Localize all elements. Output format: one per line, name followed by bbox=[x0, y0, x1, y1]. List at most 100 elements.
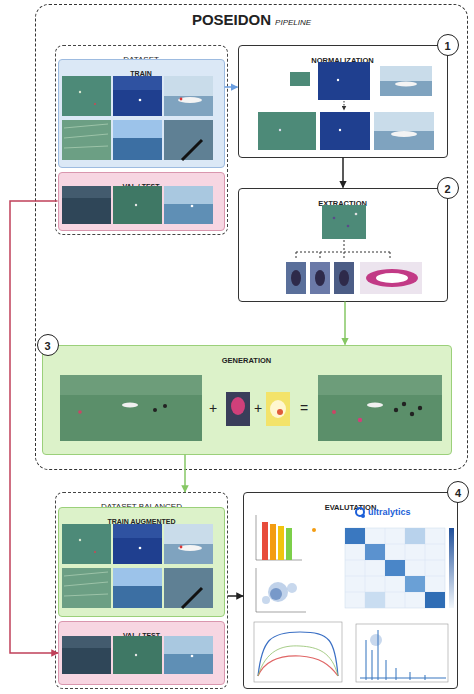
node-label: GENERATION bbox=[222, 357, 271, 365]
bar-chart bbox=[270, 524, 276, 560]
flow-arrow bbox=[184, 455, 186, 493]
process-box: EVALUTATION bbox=[243, 492, 458, 689]
normalization-illustration bbox=[374, 112, 434, 131]
val-test-split: VAL / TEST bbox=[58, 172, 225, 231]
scatter-plot bbox=[262, 596, 270, 604]
photo-thumbnail bbox=[113, 186, 162, 224]
node-label: TRAIN AUGMENTED bbox=[107, 518, 175, 526]
node-label: EXTRACTION bbox=[318, 200, 367, 208]
photo-thumbnail bbox=[113, 76, 162, 116]
bar-chart bbox=[256, 515, 316, 560]
extraction-illustration bbox=[315, 270, 325, 286]
curve-plot bbox=[258, 632, 338, 676]
scatter-plot bbox=[268, 582, 288, 602]
extraction-illustration bbox=[333, 217, 336, 220]
logo-text: ultralytics bbox=[368, 508, 411, 517]
extraction-illustration bbox=[366, 269, 418, 287]
confusion-matrix bbox=[345, 528, 454, 608]
curve-plot bbox=[254, 622, 342, 682]
bar-chart bbox=[262, 522, 268, 560]
normalization-illustration bbox=[320, 112, 370, 150]
confusion-matrix bbox=[405, 576, 425, 592]
extraction-illustration bbox=[347, 225, 350, 228]
photo-thumbnail bbox=[113, 138, 162, 160]
generation-illustration bbox=[394, 408, 398, 412]
normalization-illustration bbox=[279, 129, 281, 131]
step-number: 1 bbox=[437, 34, 459, 56]
generation-illustration bbox=[226, 392, 250, 426]
scatter-plot bbox=[270, 588, 282, 600]
generation-illustration bbox=[410, 412, 414, 416]
curve-plot bbox=[254, 622, 342, 682]
node-label: 4 bbox=[455, 484, 461, 503]
confusion-matrix bbox=[345, 528, 365, 544]
process-box: EXTRACTION bbox=[238, 188, 448, 302]
extraction-illustration bbox=[334, 262, 354, 294]
photo-thumbnail bbox=[79, 91, 81, 93]
photo-thumbnail bbox=[182, 140, 202, 160]
node-heading: VAL / TEST bbox=[59, 173, 224, 193]
train-split: TRAIN bbox=[58, 59, 225, 168]
confusion-matrix bbox=[425, 592, 445, 608]
evaluation-charts bbox=[254, 508, 454, 682]
photo-thumbnail bbox=[164, 76, 213, 96]
node-heading: EXTRACTION bbox=[239, 189, 447, 210]
photo-thumbnail bbox=[139, 99, 142, 102]
normalization-illustration bbox=[391, 131, 417, 137]
photo-thumbnail bbox=[164, 120, 213, 160]
node-label: VAL / TEST bbox=[123, 632, 160, 640]
normalization-illustration bbox=[318, 62, 370, 100]
generation-illustration bbox=[163, 404, 167, 408]
photo-thumbnail bbox=[164, 186, 213, 204]
photo-thumbnail bbox=[62, 186, 111, 224]
photo-thumbnail bbox=[62, 76, 111, 116]
pipeline-frame: POSEIDONPIPELINEDATASETTRAINVAL / TESTNO… bbox=[35, 4, 468, 470]
curve-plot bbox=[258, 656, 338, 676]
extraction-illustration bbox=[322, 205, 366, 239]
photo-thumbnail bbox=[191, 205, 194, 208]
train-split: TRAIN AUGMENTED bbox=[58, 507, 225, 617]
node-heading: POSEIDONPIPELINE bbox=[36, 5, 467, 29]
node-heading: 3 bbox=[38, 335, 58, 356]
extraction-illustration bbox=[296, 240, 390, 259]
distribution-plot bbox=[360, 677, 446, 679]
step-number: 2 bbox=[437, 177, 459, 199]
node-label: VAL / TEST bbox=[122, 183, 159, 191]
generation-illustration bbox=[367, 403, 383, 408]
node-heading: 4 bbox=[448, 482, 468, 503]
extraction-illustration bbox=[376, 273, 408, 283]
ultralytics-logo bbox=[356, 508, 365, 518]
photo-thumbnail bbox=[178, 97, 202, 103]
confusion-matrix bbox=[345, 528, 445, 608]
bar-chart bbox=[278, 526, 284, 560]
extraction-illustration bbox=[286, 205, 422, 294]
generation-illustration bbox=[78, 410, 82, 414]
generation-illustration bbox=[418, 406, 422, 410]
node-heading: GENERATION bbox=[43, 346, 451, 367]
confusion-matrix bbox=[365, 592, 385, 608]
generation-illustration bbox=[358, 418, 362, 422]
confusion-matrix bbox=[345, 528, 445, 608]
flow-arrow bbox=[10, 201, 58, 653]
node-label: 2 bbox=[444, 180, 450, 199]
photo-thumbnail bbox=[62, 524, 213, 608]
node-heading: 2 bbox=[438, 178, 458, 199]
photo-thumbnail bbox=[94, 103, 96, 105]
operator-sign: + bbox=[209, 401, 217, 415]
val-test-split: VAL / TEST bbox=[58, 621, 225, 685]
node-label: PIPELINE bbox=[275, 19, 311, 28]
photo-thumbnail bbox=[164, 204, 213, 224]
operator-sign: + bbox=[254, 401, 262, 415]
step-number: 4 bbox=[447, 481, 469, 503]
photo-thumbnail bbox=[180, 98, 183, 101]
dataset-group: DATASET BALANCEDTRAIN AUGMENTEDVAL / TES… bbox=[55, 492, 228, 689]
confusion-matrix bbox=[449, 528, 454, 608]
node-label: 3 bbox=[44, 337, 50, 356]
confusion-matrix bbox=[365, 544, 385, 560]
operator-sign: = bbox=[300, 401, 308, 415]
generation-illustration bbox=[402, 402, 406, 406]
node-heading: EVALUTATION bbox=[244, 493, 457, 514]
node-label: TRAIN bbox=[130, 70, 151, 78]
